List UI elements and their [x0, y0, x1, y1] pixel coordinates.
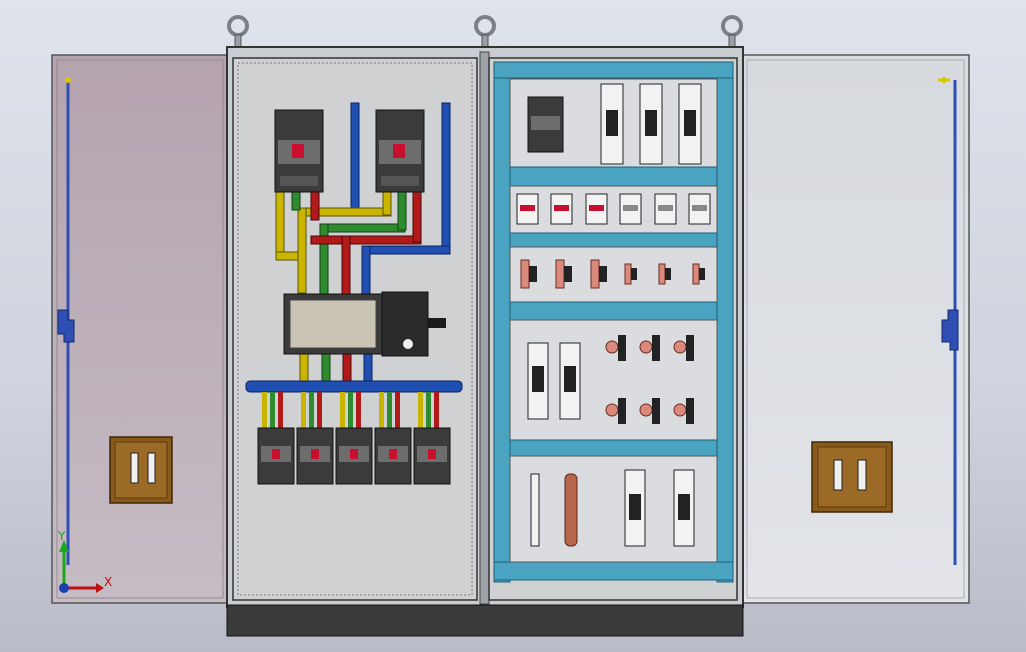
branch-breaker[interactable]: [335, 427, 373, 485]
relay-module[interactable]: [550, 193, 573, 225]
door-lock-icon[interactable]: [109, 436, 173, 504]
fuse-holder[interactable]: [600, 83, 624, 165]
pilot-lamp[interactable]: [692, 263, 705, 285]
pushbutton[interactable]: [673, 335, 694, 361]
pilot-lamp[interactable]: [658, 263, 671, 285]
relay-module[interactable]: [585, 193, 608, 225]
pushbutton[interactable]: [605, 398, 626, 424]
fuse-holder[interactable]: [678, 83, 702, 165]
branch-breaker[interactable]: [374, 427, 412, 485]
y-axis-label: Y: [57, 529, 66, 543]
right-door: [741, 54, 970, 604]
terminal-strip: [530, 473, 540, 547]
fuse-holder[interactable]: [527, 342, 549, 420]
lifting-eye-icon: [474, 15, 496, 48]
fuse-holder[interactable]: [624, 469, 646, 547]
main-breaker[interactable]: [375, 109, 425, 193]
pilot-lamp[interactable]: [624, 263, 637, 285]
branch-breaker[interactable]: [296, 427, 334, 485]
branch-drops: [262, 392, 439, 428]
lifting-eye-icon: [721, 15, 743, 48]
relay-module[interactable]: [516, 193, 539, 225]
hinge-icon: [941, 309, 959, 351]
relay-module[interactable]: [688, 193, 711, 225]
pilot-lamp[interactable]: [520, 259, 537, 289]
main-breaker[interactable]: [274, 109, 324, 193]
left-door: [51, 54, 229, 604]
pushbutton[interactable]: [605, 335, 626, 361]
door-lock-icon[interactable]: [811, 441, 893, 513]
relay-module[interactable]: [619, 193, 642, 225]
din-section-5: [509, 455, 718, 563]
pushbutton[interactable]: [673, 398, 694, 424]
plinth: [226, 604, 744, 637]
pilot-lamp[interactable]: [590, 259, 607, 289]
din-section-1: [509, 78, 718, 187]
ground-bar: [564, 473, 578, 547]
pilot-lamp[interactable]: [555, 259, 572, 289]
fuse-holder[interactable]: [559, 342, 581, 420]
busbar-system: [245, 102, 463, 393]
pushbutton[interactable]: [639, 335, 660, 361]
din-section-4: [509, 319, 718, 457]
transfer-switch[interactable]: [283, 291, 446, 357]
branch-breaker[interactable]: [257, 427, 295, 485]
relay-module[interactable]: [654, 193, 677, 225]
din-section-3: [509, 246, 718, 321]
rcbo-module[interactable]: [527, 96, 564, 153]
pushbutton[interactable]: [639, 398, 660, 424]
fuse-holder[interactable]: [673, 469, 695, 547]
din-section-2: [509, 185, 718, 248]
fuse-holder[interactable]: [639, 83, 663, 165]
lifting-eye-icon: [227, 15, 249, 48]
axis-triad-icon: X Y: [57, 529, 112, 593]
hinge-icon: [57, 309, 75, 343]
branch-breaker[interactable]: [413, 427, 451, 485]
x-axis-label: X: [104, 575, 112, 589]
